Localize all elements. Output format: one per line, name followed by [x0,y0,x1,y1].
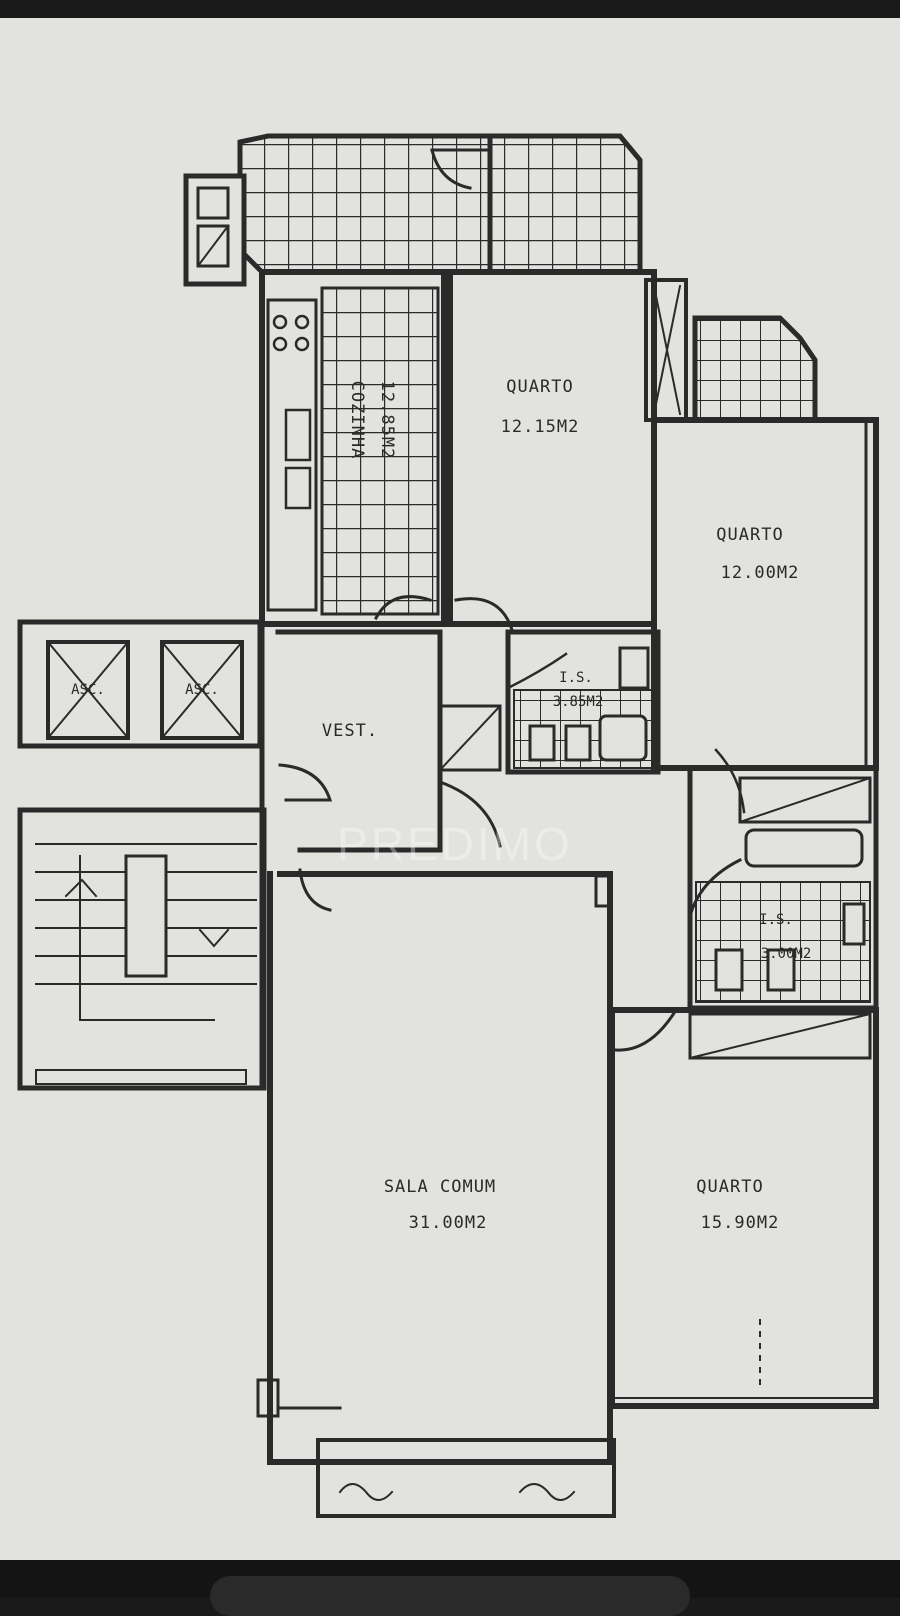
stairwell [17,807,267,1091]
watermark: PREDIMO [337,818,573,870]
bedroom-right-name: QUARTO [716,525,783,545]
bedroom-right [651,417,879,771]
bathroom-2 [687,748,879,1011]
bedroom-bottom-area: 15.90M2 [701,1213,780,1233]
living-room-area: 31.00M2 [409,1213,488,1233]
bathroom-1-name: I.S. [559,670,593,686]
laundry-block [183,173,247,287]
room-labels: COZINHA 12.85M2 QUARTO 12.15M2 QUARTO 12… [71,377,811,1233]
bottom-frame [0,1560,900,1616]
bedroom-bottom [609,1007,879,1409]
top-balcony-left [237,133,493,275]
bathroom-1-area: 3.85M2 [553,694,604,710]
bathroom-2-area: 3.00M2 [761,946,812,962]
living-room [256,871,616,1518]
kitchen-room [259,269,453,627]
living-room-name: SALA COMUM [384,1177,496,1197]
bedroom-top-area: 12.15M2 [501,417,580,437]
bedroom-top-name: QUARTO [506,377,573,397]
bedroom-right-area: 12.00M2 [721,563,800,583]
bathroom-2-name: I.S. [759,912,793,928]
bathroom-1 [505,629,661,775]
vestibule-name: VEST. [322,721,378,741]
elevator-1-label: ASC. [71,682,105,698]
kitchen-area: 12.85M2 [377,381,397,460]
kitchen-name: COZINHA [347,381,367,460]
right-balcony [692,315,818,423]
vestibule [259,595,514,1091]
top-balcony-right [487,133,643,275]
bedroom-bottom-name: QUARTO [696,1177,763,1197]
elevator-2-label: ASC. [185,682,219,698]
elevator-shafts [17,619,263,749]
bedroom-top [441,269,688,627]
home-indicator [210,1576,690,1616]
